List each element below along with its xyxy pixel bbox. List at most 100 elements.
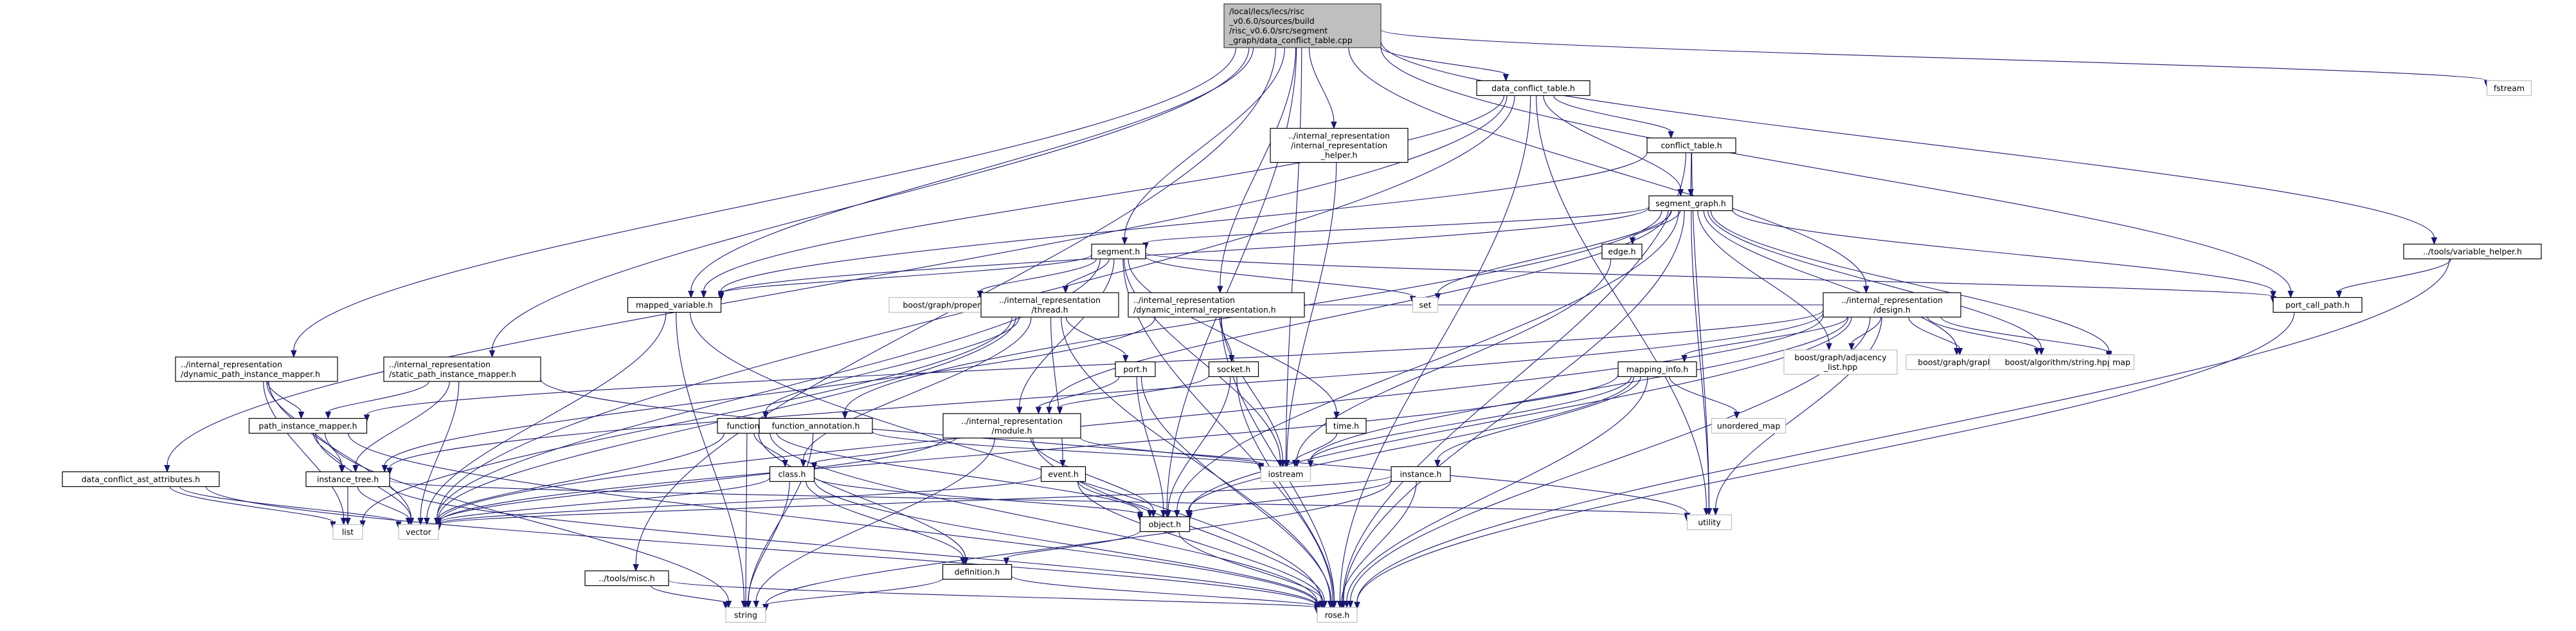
node-design[interactable]: ../internal_representation/design.h (1823, 292, 1961, 318)
arrowhead-icon (298, 412, 305, 419)
node-label: socket.h (1217, 365, 1250, 374)
arrowhead-icon (688, 291, 694, 298)
node-label: fstream (2494, 84, 2525, 93)
node-box (1091, 243, 1146, 260)
arrowhead-icon (1502, 74, 1509, 82)
node-event[interactable]: event.h (1040, 466, 1086, 482)
node-label: port.h (1123, 365, 1148, 374)
node-conflict-table[interactable]: conflict_table.h (1646, 137, 1736, 154)
edge-module-to-string (755, 437, 995, 601)
arrowhead-icon (1307, 460, 1314, 468)
node-module[interactable]: ../internal_representation/module.h (942, 413, 1081, 439)
node-boost-string: boost/algorithm/string.hpp (1989, 354, 2128, 370)
node-tools-misc[interactable]: ../tools/misc.h (584, 570, 669, 587)
node-function-annotation[interactable]: function_annotation.h (759, 417, 873, 434)
edge-data_conflict_table-to-mapped_variable (703, 95, 1504, 291)
node-box (769, 466, 815, 482)
node-port[interactable]: port.h (1115, 361, 1156, 378)
arrowhead-icon (1347, 601, 1354, 608)
node-data-conflict-table[interactable]: data_conflict_table.h (1476, 80, 1590, 96)
node-label: /module.h (992, 426, 1032, 435)
node-object[interactable]: object.h (1139, 516, 1191, 533)
node-label: conflict_table.h (1661, 141, 1722, 151)
edge-edge-to-iostream (1296, 259, 1612, 461)
edge-root-to-dyn_ir (1220, 47, 1297, 287)
edge-path_instance_mapper-to-rose (348, 433, 1318, 605)
edge-root-to-static_path_mapper (491, 47, 1250, 351)
node-instance-tree[interactable]: instance_tree.h (305, 471, 390, 488)
node-label: event.h (1048, 470, 1079, 479)
node-label: data_conflict_ast_attributes.h (82, 475, 200, 484)
node-dyn-ir[interactable]: ../internal_representation/dynamic_inter… (1128, 292, 1305, 318)
edge-module-to-class (813, 437, 957, 463)
edge-dyn_ir-to-iostream (1221, 316, 1283, 461)
arrowhead-icon (1035, 407, 1042, 415)
edge-design-to-vector (438, 315, 1824, 523)
edge-layer (164, 29, 2490, 615)
edge-tools_misc-to-string (650, 585, 726, 603)
edge-module-to-iostream (1080, 437, 1262, 464)
node-mapped-variable[interactable]: mapped_variable.h (627, 297, 722, 313)
edge-event-to-object (1077, 481, 1151, 511)
edge-function-to-definition (758, 433, 966, 558)
node-thread[interactable]: ../internal_representation/thread.h (980, 292, 1119, 318)
arrowhead-icon (1121, 237, 1128, 245)
node-label: /local/lecs/lecs/risc (1229, 6, 1304, 16)
edge-segment_graph-to-utility (1691, 210, 1709, 509)
node-dyn-path-mapper[interactable]: ../internal_representation/dynamic_path_… (175, 356, 338, 382)
edge-data_conflict_ast-to-list (169, 486, 334, 522)
node-variable-helper[interactable]: ../tools/variable_helper.h (2403, 243, 2542, 260)
node-instance[interactable]: instance.h (1391, 466, 1451, 482)
node-data-conflict-ast[interactable]: data_conflict_ast_attributes.h (62, 471, 220, 488)
node-box (332, 524, 363, 540)
node-segment-graph[interactable]: segment_graph.h (1648, 195, 1733, 212)
node-mapping-info[interactable]: mapping_info.h (1617, 361, 1697, 378)
node-socket[interactable]: socket.h (1208, 361, 1259, 378)
arrowhead-icon (386, 468, 393, 476)
edge-instance-to-rose (1341, 481, 1417, 601)
node-label: time.h (1333, 421, 1359, 431)
node-static-path-mapper[interactable]: ../internal_representation/static_path_i… (383, 356, 541, 382)
node-segment[interactable]: segment.h (1091, 243, 1146, 260)
node-port-call-path[interactable]: port_call_path.h (2273, 297, 2363, 313)
node-label: segment_graph.h (1655, 199, 1726, 208)
edge-root-to-ir_helper (1308, 47, 1335, 122)
node-edge[interactable]: edge.h (1601, 243, 1643, 260)
node-box (980, 292, 1119, 318)
node-path-instance-mapper[interactable]: path_instance_mapper.h (248, 417, 368, 434)
arrowhead-icon (1331, 601, 1337, 608)
node-box (383, 356, 541, 382)
node-box (62, 471, 220, 488)
node-box (1412, 297, 1439, 313)
arrowhead-icon (1706, 508, 1713, 516)
node-label: iostream (1268, 470, 1304, 479)
arrowhead-icon (1217, 286, 1223, 294)
node-box (1326, 417, 1367, 434)
node-class[interactable]: class.h (769, 466, 815, 482)
node-label: function_annotation.h (772, 421, 860, 431)
edge-segment-to-port_call_path (1145, 252, 2274, 297)
node-box (942, 563, 1013, 580)
edge-segment_graph-to-segment (1145, 206, 1650, 243)
node-definition[interactable]: definition.h (942, 563, 1013, 580)
edge-thread-to-list (362, 316, 1013, 521)
edge-class-to-vector (438, 477, 771, 523)
arrowhead-icon (723, 601, 729, 610)
arrowhead-icon (717, 292, 725, 300)
node-time[interactable]: time.h (1326, 417, 1367, 434)
edge-instance-to-string (765, 480, 1392, 605)
node-ir-helper[interactable]: ../internal_representation/internal_repr… (1270, 127, 1409, 163)
edge-segment_graph-to-set (1437, 210, 1672, 294)
edge-conflict_table-to-mapped_variable (720, 152, 1648, 291)
node-root[interactable]: /local/lecs/lecs/risc_v0.6.0/sources/bui… (1223, 3, 1382, 48)
node-label: path_instance_mapper.h (258, 421, 357, 431)
edge-data_conflict_table-to-conflict_table (1553, 95, 1671, 133)
edge-function-to-class (753, 433, 786, 461)
arrowhead-icon (2038, 348, 2045, 356)
node-label: string (734, 610, 757, 620)
edge-thread-to-vector (438, 316, 1016, 518)
arrowhead-icon (1320, 601, 1326, 608)
edge-thread-to-rose (1061, 316, 1331, 601)
edge-root-to-data_conflict_table (1380, 46, 1506, 75)
node-label: definition.h (955, 567, 1000, 577)
